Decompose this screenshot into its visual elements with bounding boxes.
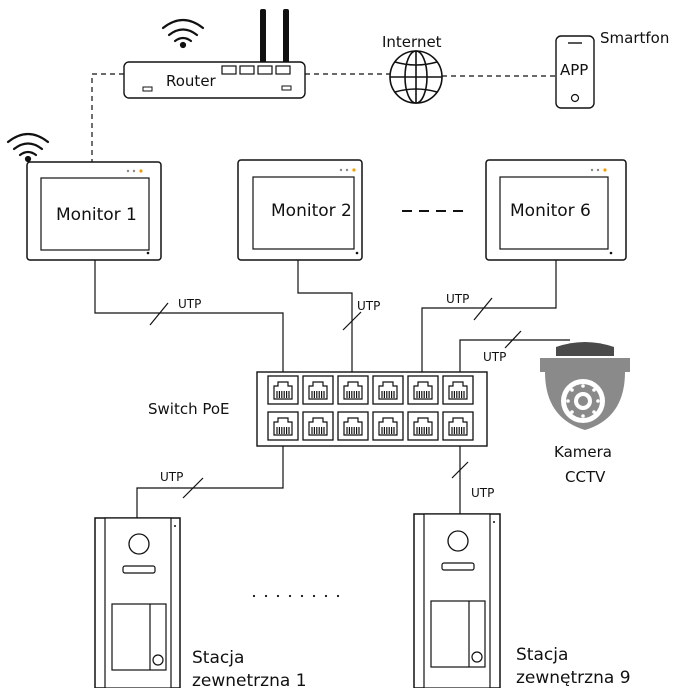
utp-camera bbox=[459, 339, 570, 375]
switch-label: Switch PoE bbox=[148, 400, 230, 418]
ports-row-bottom bbox=[267, 411, 474, 441]
rj45-port-icon bbox=[302, 375, 334, 405]
camera-label-line1: Kamera bbox=[554, 443, 612, 461]
cable-mark bbox=[473, 297, 493, 321]
wifi-icon bbox=[6, 132, 50, 163]
monitor1-label: Monitor 1 bbox=[56, 205, 137, 225]
station1-label-line2: zewnetrzna 1 bbox=[192, 671, 307, 688]
rj45-port-icon bbox=[372, 411, 404, 441]
utp-monitor6 bbox=[421, 260, 557, 375]
camera-label-line2: CCTV bbox=[565, 468, 606, 486]
globe-icon bbox=[389, 50, 443, 104]
station1-label-line1: Stacja bbox=[192, 648, 244, 668]
utp-label-station1: UTP bbox=[160, 470, 183, 484]
utp-station1 bbox=[136, 440, 284, 520]
router-label: Router bbox=[166, 72, 217, 90]
rj45-port-icon bbox=[442, 411, 474, 441]
rj45-port-icon bbox=[302, 411, 334, 441]
monitor-6: Monitor 6 bbox=[485, 159, 627, 261]
monitor-2: Monitor 2 bbox=[237, 159, 363, 261]
monitor6-label: Monitor 6 bbox=[510, 201, 591, 221]
internet-label: Internet bbox=[382, 33, 442, 51]
utp-monitor1 bbox=[94, 260, 284, 375]
utp-monitor2 bbox=[297, 260, 353, 375]
outdoor-station-9 bbox=[413, 513, 501, 688]
router: Router bbox=[123, 9, 306, 99]
phone-icon: APP bbox=[555, 35, 595, 109]
wifi-link-router-monitor1 bbox=[91, 73, 124, 162]
station9-label-line1: Stacja bbox=[516, 645, 568, 665]
monitor-1: Monitor 1 bbox=[26, 161, 162, 261]
switch-poe bbox=[256, 371, 488, 447]
cable-mark bbox=[342, 311, 362, 331]
utp-label-monitor6: UTP bbox=[446, 292, 469, 306]
rj45-port-icon bbox=[337, 411, 369, 441]
utp-label-station9: UTP bbox=[471, 486, 494, 500]
rj45-port-icon bbox=[337, 375, 369, 405]
utp-label-monitor2: UTP bbox=[357, 299, 380, 313]
connection-lines bbox=[91, 73, 570, 520]
cable-mark bbox=[504, 330, 522, 349]
monitor2-label: Monitor 2 bbox=[271, 201, 352, 221]
cable-mark bbox=[182, 477, 204, 499]
utp-label-monitor1: UTP bbox=[178, 297, 201, 311]
smartphone-label: Smartfon bbox=[600, 29, 669, 47]
cable-mark bbox=[149, 302, 169, 326]
ports-row-top bbox=[267, 375, 474, 405]
cctv-camera-icon bbox=[540, 342, 630, 430]
more-stations-dots bbox=[252, 594, 340, 598]
app-label: APP bbox=[560, 61, 588, 79]
rj45-port-icon bbox=[267, 411, 299, 441]
station9-label-line2: zewnętrzna 9 bbox=[516, 668, 631, 688]
rj45-port-icon bbox=[372, 375, 404, 405]
rj45-port-icon bbox=[442, 375, 474, 405]
cable-mark bbox=[451, 461, 469, 479]
rj45-port-icon bbox=[267, 375, 299, 405]
utp-label-camera: UTP bbox=[483, 350, 506, 364]
rj45-port-icon bbox=[407, 375, 439, 405]
rj45-port-icon bbox=[407, 411, 439, 441]
outdoor-station-1 bbox=[94, 517, 181, 688]
wifi-icon bbox=[161, 18, 205, 49]
